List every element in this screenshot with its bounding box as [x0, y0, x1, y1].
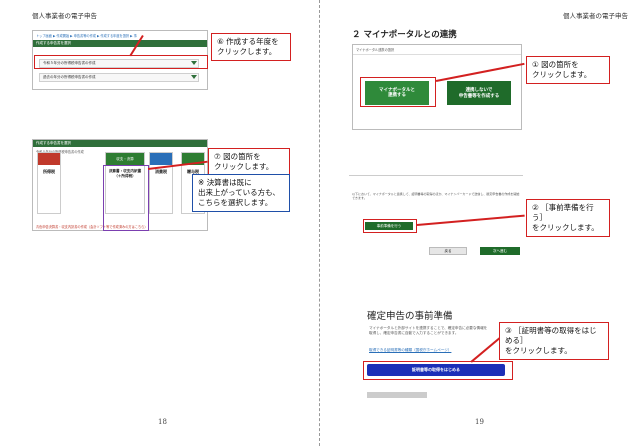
prepare-note: 以下において、マイナポータルと連携して、証明書等の取得のほか、マイナンバーカード… [352, 192, 520, 200]
highlight-get-certificates [363, 361, 513, 380]
prep-description: マイナポータルと外部サイトを連携することで、確定申告に必要な情報を取得し、確定申… [369, 326, 488, 336]
note-text: 決算書は既に 出来上がっている方も、 こちらを選択します。 [198, 178, 280, 208]
callout-step-7: ⑦ 図の箇所を クリックします。 [208, 148, 290, 177]
section-title: ２ マイナポータルとの連携 [352, 30, 457, 40]
year-row-current[interactable]: 令和５年分の所得税申告書の作成 [39, 59, 199, 68]
note-mark: ※ [198, 178, 205, 187]
card-label: 決算書・収支内訳書（＋所得税） [108, 169, 142, 178]
page-number: 18 [158, 418, 167, 426]
running-head: 個人事業者の電子申告 [563, 12, 628, 20]
year-row-past-label: 過去の年分の所得税申告書の作成 [43, 75, 96, 79]
portal-link-button[interactable]: マイナポータルと 連携する [365, 81, 429, 105]
card-label: 消費税 [155, 169, 167, 174]
step-number: ① [532, 60, 539, 69]
screenshot-select-year: トップ画面 ▶ 作成開始 ▶ 申告書等の作成 ▶ 作成する年度を選択 ▶ 事 作… [32, 30, 208, 90]
year-row-current-label: 令和５年分の所得税申告書の作成 [43, 61, 96, 65]
no-link-button[interactable]: 連携しないで 申告書等を作成する [447, 81, 511, 105]
card-consumption-tax[interactable]: 消費税 [149, 152, 173, 214]
note-box: ※ 決算書は既に 出来上がっている方も、 こちらを選択します。 [192, 174, 290, 213]
year-row-past[interactable]: 過去の年分の所得税申告書の作成 [39, 73, 199, 82]
certificate-types-link[interactable]: 取得できる証明書等の種類（国税庁ホームページ） [369, 348, 452, 352]
card-income-tax[interactable]: 所得税 [37, 152, 61, 214]
callout-text: 作成する年度を クリックします。 [217, 37, 279, 57]
highlight-year-row [34, 55, 208, 69]
next-button[interactable]: 次へ進む [480, 247, 520, 255]
card-label: 所得税 [43, 169, 55, 174]
step-number: ② [532, 203, 539, 212]
prep-title: 確定申告の事前準備 [367, 311, 453, 322]
next-heading-fragment [367, 392, 427, 398]
step-number: ⑥ [217, 37, 224, 46]
callout-step-6: ⑥ 作成する年度を クリックします。 [211, 33, 291, 62]
page-number: 19 [475, 418, 484, 426]
chevron-down-icon [191, 61, 197, 65]
highlight-link-button [360, 77, 436, 107]
card-top [150, 153, 172, 165]
highlight-prepare-button [363, 219, 417, 233]
card-top: 収支・決算 [106, 153, 144, 165]
screenshot-get-certificates: 確定申告の事前準備 マイナポータルと外部サイトを連携することで、確定申告に必要な… [353, 302, 523, 400]
callout-text: ［事前準備を行う］ をクリックします。 [532, 203, 599, 233]
callout-step-1: ① 図の箇所を クリックします。 [526, 56, 610, 85]
card-label: 贈与税 [187, 169, 199, 174]
right-page: 個人事業者の電子申告 ２ マイナポータルとの連携 マイナポータル連携の選択 マイ… [321, 0, 640, 446]
running-head: 個人事業者の電子申告 [32, 12, 97, 20]
highlight-settlement-card [103, 165, 149, 231]
footer-note: 青色申告決算書・収支内訳書の作成（会計ソフト等で作成済みの方はこちら） [36, 225, 148, 229]
page-gutter [319, 0, 321, 446]
card-settlement[interactable]: 収支・決算 決算書・収支内訳書（＋所得税） [105, 152, 145, 214]
section-header: マイナポータル連携の選択 [353, 45, 521, 55]
breadcrumb: トップ画面 ▶ 作成開始 ▶ 申告書等の作成 ▶ 作成する年度を選択 ▶ 事 [36, 34, 137, 38]
step-number: ⑦ [214, 152, 221, 161]
step-number: ③ [505, 326, 512, 335]
screenshot-portal-select: マイナポータル連携の選択 マイナポータルと 連携する 連携しないで 申告書等を作… [352, 44, 522, 130]
chevron-down-icon [191, 75, 197, 79]
back-button[interactable]: 戻る [429, 247, 467, 255]
section-header: 作成する申告書を選択 [33, 140, 207, 147]
get-certificates-button[interactable]: 証明書等の取得をはじめる [367, 364, 505, 376]
section-header: 作成する申告書を選択 [33, 40, 207, 47]
callout-text: 図の箇所を クリックします。 [214, 152, 274, 172]
card-top [38, 153, 60, 165]
callout-step-2: ② ［事前準備を行う］ をクリックします。 [526, 199, 610, 238]
callout-text: ［証明書等の取得をはじめる］ をクリックします。 [505, 326, 597, 356]
callout-step-3: ③ ［証明書等の取得をはじめる］ をクリックします。 [499, 322, 609, 361]
left-page: 個人事業者の電子申告 トップ画面 ▶ 作成開始 ▶ 申告書等の作成 ▶ 作成する… [0, 0, 319, 446]
callout-text: 図の箇所を クリックします。 [532, 60, 592, 80]
prepare-button[interactable]: 事前準備を行う [365, 222, 413, 230]
